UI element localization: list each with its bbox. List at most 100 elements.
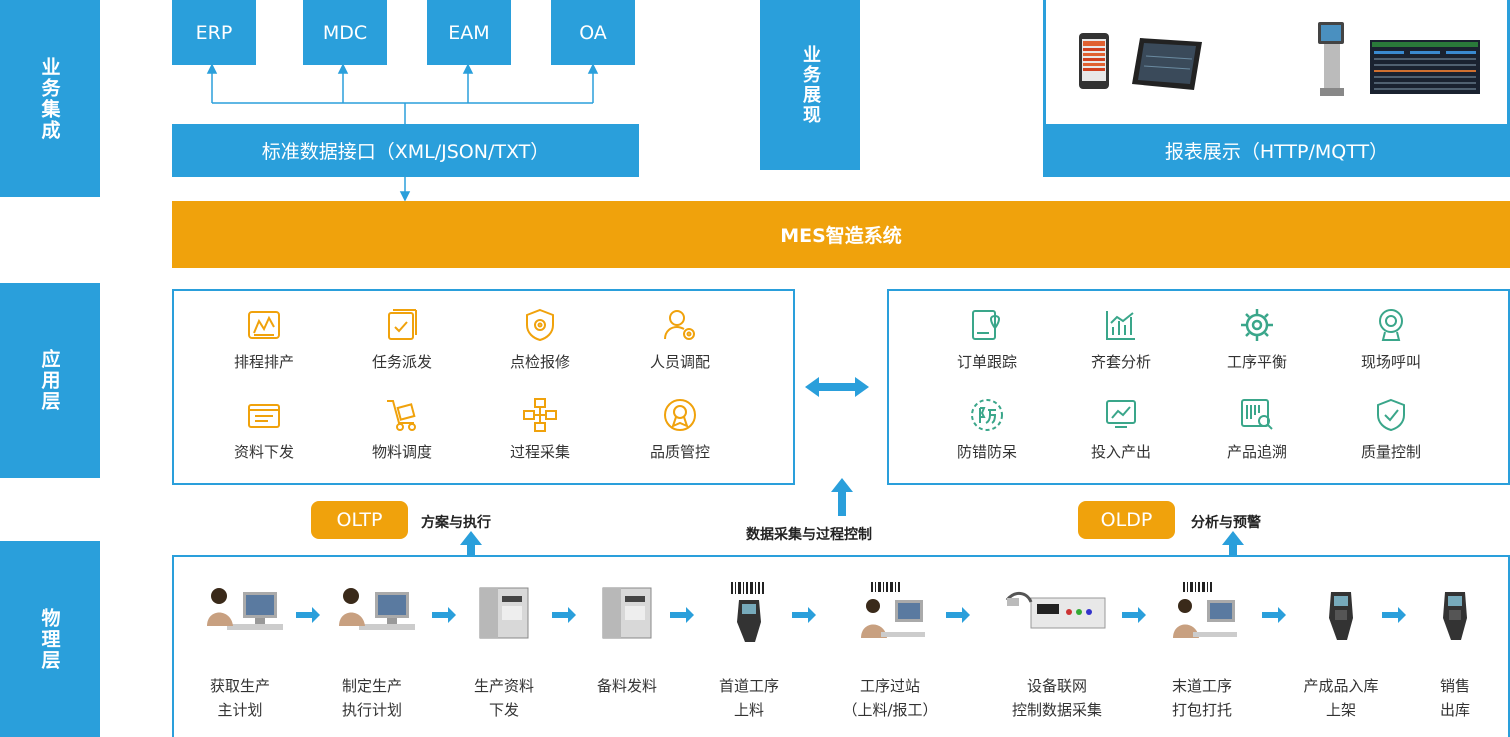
trend-board-icon [1106, 400, 1136, 428]
barcode-scanner-icon [1443, 592, 1467, 640]
module-kitting-analysis: 齐套分析 [1061, 307, 1181, 372]
webcam-icon [1379, 309, 1403, 341]
module-staff-allocation: 人员调配 [620, 307, 740, 372]
step-process-station: 工序过站 （上料/报工） [825, 582, 955, 722]
quality-badge-icon [664, 399, 696, 431]
process-flow-arrows [296, 607, 1406, 623]
kiosk-icon [1318, 22, 1344, 96]
module-error-proofing: 防错防呆 [927, 397, 1047, 462]
module-label: 工序平衡 [1226, 353, 1287, 371]
module-product-traceability: 产品追溯 [1197, 397, 1317, 462]
operator-computer-icon [339, 588, 415, 630]
label-printer-icon [479, 587, 529, 639]
up-arrow-oldp-icon [1222, 531, 1244, 571]
module-material-dispatch: 物料调度 [342, 397, 462, 462]
module-label: 资料下发 [233, 443, 294, 461]
step-material-issue: 备料发料 [562, 582, 692, 698]
barcode-search-icon [1241, 399, 1273, 430]
module-label: 任务派发 [371, 353, 432, 371]
module-label: 质量控制 [1360, 443, 1421, 461]
step-warehouse-inbound: 产成品入库 上架 [1276, 582, 1406, 722]
step-make-execution-plan: 制定生产 执行计划 [307, 582, 437, 722]
system-oa: OA [551, 0, 635, 65]
module-document-release: 资料下发 [204, 397, 324, 462]
operator-barcode-icon [1173, 582, 1237, 638]
module-label: 齐套分析 [1090, 353, 1151, 371]
report-display-label: 报表展示（HTTP/MQTT） [1164, 141, 1389, 163]
module-label: 排程排产 [233, 353, 294, 371]
step-first-process-loading: 首道工序 上料 [684, 582, 814, 722]
report-panel: 报表展示（HTTP/MQTT） [1043, 0, 1510, 177]
step-label: 销售 出库 [1439, 677, 1470, 719]
mes-system-bar: MES智造系统 [172, 201, 1510, 268]
module-order-tracking: 订单跟踪 [927, 307, 1047, 372]
module-scheduling: 排程排产 [204, 307, 324, 372]
dashboard-screen-icon [1370, 40, 1480, 94]
step-label: 工序过站 （上料/报工） [842, 677, 938, 719]
location-document-icon [972, 310, 1001, 340]
module-label: 过程采集 [509, 443, 570, 461]
system-mdc: MDC [303, 0, 387, 65]
module-label: 人员调配 [649, 353, 710, 371]
schedule-chart-icon [248, 311, 280, 339]
collect-caption: 数据采集与过程控制 [746, 527, 872, 543]
test-instrument-icon [1005, 592, 1106, 629]
step-label: 生产资料 下发 [473, 677, 534, 719]
module-onsite-call: 现场呼叫 [1331, 307, 1451, 372]
module-label: 物料调度 [371, 443, 432, 461]
step-last-process-packing: 末道工序 打包打托 [1137, 582, 1267, 722]
barcode-scanner-icon [1329, 592, 1353, 640]
task-document-icon [388, 309, 417, 340]
operator-computer-icon [207, 588, 283, 630]
module-label: 订单跟踪 [956, 353, 1017, 371]
module-label: 品质管控 [649, 443, 710, 461]
module-process-collection: 过程采集 [480, 397, 600, 462]
trolley-icon [387, 400, 416, 431]
bar-chart-icon [1106, 311, 1135, 340]
step-label: 末道工序 打包打托 [1171, 677, 1232, 719]
module-quality-management: 质量控制 [1331, 397, 1451, 462]
system-eam: EAM [427, 0, 511, 65]
barcode-scanner-icon [731, 582, 764, 642]
phone-icon [1079, 33, 1109, 89]
app-panel-left: 排程排产 任务派发 点检报修 人员调配 资料下发 物料调度 过程采集 品质管控 [172, 289, 795, 485]
tablet-icon [1132, 38, 1202, 90]
layer-application-label: 应用层 [0, 283, 100, 478]
up-arrow-oltp-icon [460, 531, 482, 571]
app-panel-right: 订单跟踪 齐套分析 工序平衡 现场呼叫 防错防呆 投入产出 产品追溯 质量控制 [887, 289, 1510, 485]
module-label: 产品追溯 [1226, 443, 1287, 461]
flowchart-icon [523, 398, 557, 432]
module-process-balance: 工序平衡 [1197, 307, 1317, 372]
layer-physical-label: 物理层 [0, 541, 100, 737]
module-label: 点检报修 [509, 353, 570, 371]
step-label: 设备联网 控制数据采集 [1011, 677, 1102, 719]
oldp-caption: 分析与预警 [1191, 515, 1261, 531]
up-arrow-collect-icon [831, 478, 853, 516]
layer-display-label: 业务展现 [760, 0, 860, 170]
step-label: 获取生产 主计划 [209, 677, 270, 719]
physical-process-panel [172, 555, 1510, 737]
oldp-badge: OLDP [1078, 501, 1175, 539]
module-quality-control: 品质管控 [620, 397, 740, 462]
person-gear-icon [664, 310, 695, 340]
step-label: 制定生产 执行计划 [341, 677, 402, 719]
shield-gear-icon [526, 308, 554, 342]
step-label: 产成品入库 上架 [1303, 677, 1379, 719]
step-equipment-networking: 设备联网 控制数据采集 [992, 582, 1122, 722]
device-showcase [1046, 0, 1507, 124]
step-sales-outbound: 销售 出库 [1390, 582, 1510, 722]
module-inspection-repair: 点检报修 [480, 307, 600, 372]
module-label: 防错防呆 [956, 443, 1017, 461]
label-printer-icon [602, 587, 652, 639]
gear-icon [1241, 309, 1273, 341]
shield-check-icon [1377, 398, 1405, 432]
oltp-caption: 方案与执行 [421, 515, 491, 531]
layer-integration-label: 业务集成 [0, 0, 100, 197]
oltp-badge: OLTP [311, 501, 408, 539]
step-release-documents: 生产资料 下发 [439, 582, 569, 722]
fangzi-circle-icon [971, 399, 1003, 431]
data-interface-bar: 标准数据接口（XML/JSON/TXT） [172, 124, 639, 177]
module-label: 现场呼叫 [1360, 353, 1421, 371]
module-label: 投入产出 [1090, 443, 1151, 461]
operator-barcode-icon [861, 582, 925, 638]
